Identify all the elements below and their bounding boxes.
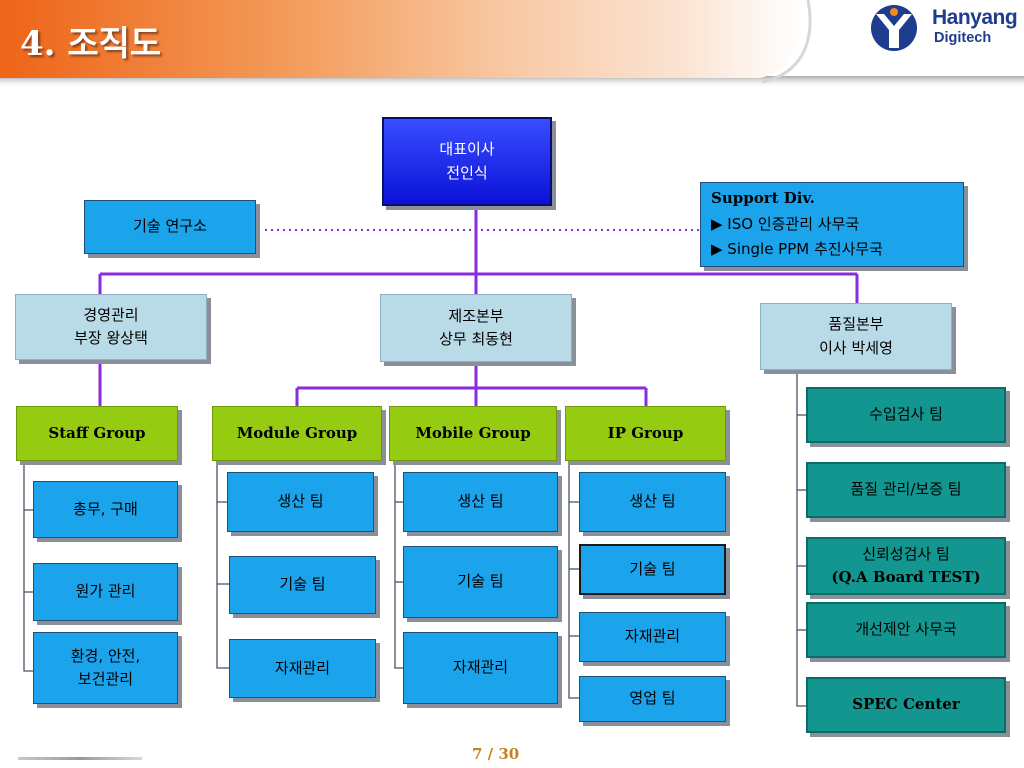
staff-group-box: Staff Group xyxy=(16,406,178,461)
quality-team-label: 개선제안 사무국 xyxy=(855,620,957,639)
ip-bracket xyxy=(568,461,579,699)
quality-bracket xyxy=(796,370,806,707)
logo-y-shape xyxy=(876,14,912,48)
mobile-group-label: Mobile Group xyxy=(415,423,531,442)
page-number: 7 / 30 xyxy=(472,745,520,763)
ip-team-box: 자재관리 xyxy=(579,612,726,662)
module-group-label: Module Group xyxy=(236,423,358,442)
quality-team-box: 수입검사 팀 xyxy=(806,387,1006,443)
header-curve xyxy=(761,0,812,84)
quality-division-title: 품질본부 xyxy=(828,315,884,334)
staff-team-box: 총무, 구매 xyxy=(33,481,178,538)
staff-group-label: Staff Group xyxy=(48,423,146,442)
ip-team-box: 영업 팀 xyxy=(579,676,726,722)
logo-dot xyxy=(890,8,898,16)
module-team-label: 자재관리 xyxy=(274,658,331,677)
ip-team-box: 생산 팀 xyxy=(579,472,726,532)
quality-division-box: 품질본부 이사 박세영 xyxy=(760,303,952,370)
support-division-box: Support Div. ▶ ISO 인증관리 사무국 ▶ Single PPM… xyxy=(700,182,964,267)
mobile-team-box: 생산 팀 xyxy=(403,472,558,532)
mobile-team-label: 생산 팀 xyxy=(457,492,504,511)
module-group-box: Module Group xyxy=(212,406,382,461)
staff-team-label-line1: 환경, 안전, xyxy=(70,646,141,665)
logo-mark-icon xyxy=(871,5,917,51)
ceo-box: 대표이사 전인식 xyxy=(382,117,552,206)
rnd-center-box: 기술 연구소 xyxy=(84,200,256,254)
rnd-center-label: 기술 연구소 xyxy=(133,217,207,236)
support-ppm-office: ▶ Single PPM 추진사무국 xyxy=(711,240,883,259)
staff-team-box: 환경, 안전, 보건관리 xyxy=(33,632,178,704)
module-team-box: 자재관리 xyxy=(229,639,376,698)
company-logo: Hanyang Digitech xyxy=(862,4,1024,54)
module-team-label: 기술 팀 xyxy=(279,575,326,594)
logo-text-primary: Hanyang xyxy=(932,6,1018,29)
module-team-box: 기술 팀 xyxy=(229,556,376,614)
quality-team-box: 품질 관리/보증 팀 xyxy=(806,462,1006,518)
mobile-team-box: 기술 팀 xyxy=(403,546,558,618)
quality-team-label: 수입검사 팀 xyxy=(869,405,943,424)
module-team-label: 생산 팀 xyxy=(277,492,324,511)
staff-team-label-line2: 보건관리 xyxy=(77,670,134,688)
quality-team-label-line1: 신뢰성검사 팀 xyxy=(862,544,950,563)
management-division-title: 경영관리 xyxy=(83,305,139,324)
ip-team-label: 영업 팀 xyxy=(629,689,676,708)
management-division-head: 부장 왕상택 xyxy=(74,329,148,347)
quality-team-box: 개선제안 사무국 xyxy=(806,602,1006,658)
support-iso-office: ▶ ISO 인증관리 사무국 xyxy=(711,214,860,233)
main-connectors xyxy=(98,206,859,406)
ceo-title: 대표이사 xyxy=(439,140,495,159)
page-title: 4. 조직도 xyxy=(20,24,162,64)
module-team-box: 생산 팀 xyxy=(227,472,374,532)
footer-scribble xyxy=(18,757,142,760)
team-connectors xyxy=(23,370,806,707)
staff-bracket xyxy=(23,461,33,672)
quality-team-label: SPEC Center xyxy=(852,695,960,714)
mobile-bracket xyxy=(394,461,403,669)
header-band xyxy=(0,0,1024,88)
manufacturing-division-title: 제조본부 xyxy=(448,306,504,325)
mobile-team-label: 기술 팀 xyxy=(457,572,504,591)
ip-team-label: 기술 팀 xyxy=(629,559,676,578)
staff-team-label: 원가 관리 xyxy=(75,582,136,601)
mobile-group-box: Mobile Group xyxy=(389,406,557,461)
support-division-title: Support Div. xyxy=(711,189,815,208)
manufacturing-division-box: 제조본부 상무 최동현 xyxy=(380,294,572,362)
quality-team-label: 품질 관리/보증 팀 xyxy=(850,480,962,499)
ip-group-box: IP Group xyxy=(565,406,726,461)
module-bracket xyxy=(216,461,229,669)
ceo-name: 전인식 xyxy=(446,163,488,182)
ip-group-label: IP Group xyxy=(607,423,684,442)
mobile-team-box: 자재관리 xyxy=(403,632,558,704)
management-division-box: 경영관리 부장 왕상택 xyxy=(15,294,207,360)
quality-division-head: 이사 박세영 xyxy=(819,338,893,357)
logo-text-secondary: Digitech xyxy=(934,30,992,46)
quality-team-box: 신뢰성검사 팀 (Q.A Board TEST) xyxy=(806,537,1006,595)
header-gradient xyxy=(0,0,802,78)
staff-team-label: 총무, 구매 xyxy=(73,499,138,518)
mobile-team-label: 자재관리 xyxy=(452,658,509,677)
staff-team-box: 원가 관리 xyxy=(33,563,178,621)
manufacturing-division-head: 상무 최동현 xyxy=(439,330,513,348)
ip-team-box: 기술 팀 xyxy=(579,544,726,595)
ip-team-label: 자재관리 xyxy=(624,627,681,646)
ip-team-label: 생산 팀 xyxy=(629,492,676,511)
quality-team-box: SPEC Center xyxy=(806,677,1006,733)
quality-team-label-line2: (Q.A Board TEST) xyxy=(831,568,981,586)
